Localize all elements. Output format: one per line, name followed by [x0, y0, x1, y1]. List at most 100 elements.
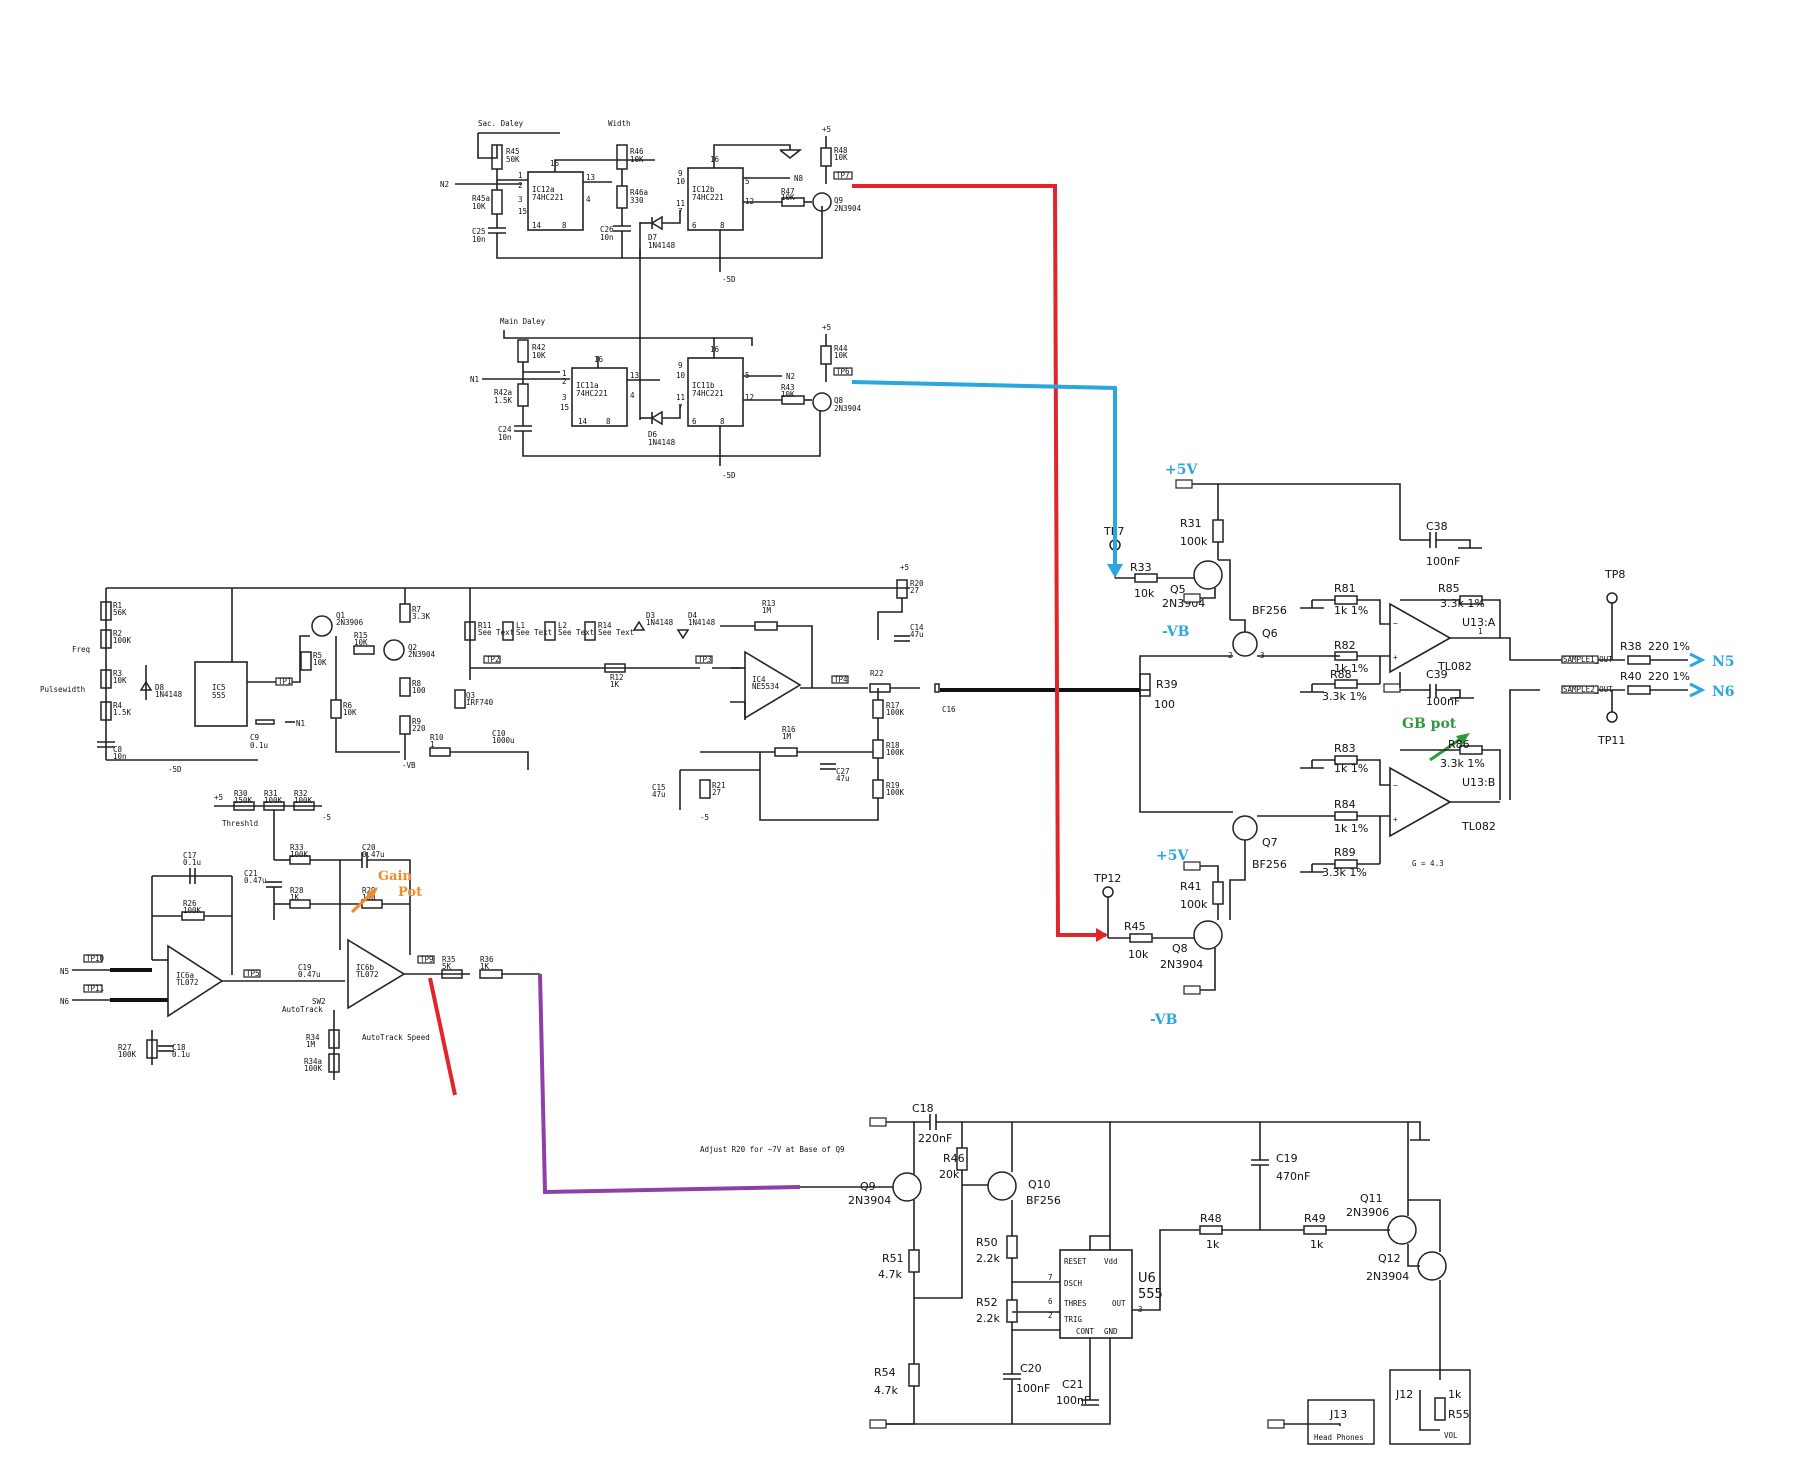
l1-value: See Text	[516, 628, 552, 637]
r6-value: 10K	[343, 708, 357, 717]
ic11a-chip	[571, 367, 628, 427]
l2-label: L2	[558, 621, 567, 630]
svg-text:1: 1	[562, 369, 567, 378]
r84-value: 1k 1%	[1334, 822, 1368, 835]
r89-value: 3.3k 1%	[1322, 866, 1367, 879]
r46-value: 10K	[630, 155, 644, 164]
u13a-opamp	[1389, 602, 1452, 674]
q8-bottom-label: Q8	[834, 396, 844, 405]
tp3-label: TP3	[698, 655, 712, 664]
r8-value: 100	[412, 686, 426, 695]
svg-text:7: 7	[1048, 1273, 1053, 1282]
r52-value: 2.2k	[976, 1312, 1000, 1325]
c27-label: C27	[836, 767, 850, 776]
c20-amp-value: 0.47u	[362, 850, 385, 859]
ic12b-chip	[687, 167, 744, 231]
minus5d-osc-label: -5D	[168, 765, 182, 774]
c39-value: 100nF	[1426, 695, 1460, 708]
q5-label: Q5	[1170, 583, 1186, 596]
freq-label: Freq	[72, 645, 90, 654]
r34a-value: 100K	[304, 1064, 323, 1073]
u13a-label: U13:A	[1462, 616, 1496, 629]
c18-value: 220nF	[918, 1132, 952, 1145]
r14-value: See Text	[598, 628, 634, 637]
r43-value: 10K	[781, 390, 795, 399]
gain-pot-annotation-line2: Pot	[398, 885, 422, 900]
u6-thres-pin: THRES	[1064, 1299, 1087, 1308]
ic6b-label: IC6b	[356, 963, 375, 972]
input-n5-label: N5	[60, 967, 69, 976]
r6-label: R6	[343, 701, 353, 710]
r81-label: R81	[1334, 582, 1356, 595]
plus5-label-top: +5	[822, 125, 831, 134]
svg-text:8: 8	[720, 417, 725, 426]
r21-label: R21	[712, 781, 726, 790]
r85-label: R85	[1438, 582, 1460, 595]
u6-reset-pin: RESET	[1064, 1257, 1087, 1266]
plus5v-top-label: +5V	[1165, 462, 1198, 478]
l2-value: See Text	[558, 628, 594, 637]
tp1-label: TP1	[278, 677, 292, 686]
minus5-osc-label: -5	[700, 813, 709, 822]
u13b-opamp	[1389, 766, 1452, 838]
sw2-label: SW2	[312, 997, 326, 1006]
sample2-out-label: SAMPLE2_OUT	[1563, 685, 1613, 694]
c39-label: C39	[1426, 668, 1448, 681]
r45a-label: R45a	[472, 194, 490, 203]
u13b-label: U13:B	[1462, 776, 1495, 789]
input-n2-label: N2	[440, 180, 449, 189]
q10-value: BF256	[1026, 1194, 1061, 1207]
c19-amp-value: 0.47u	[298, 970, 321, 979]
c20-amp-label: C20	[362, 843, 376, 852]
r41-label: R41	[1180, 880, 1202, 893]
r8-label: R8	[412, 679, 422, 688]
minus5-amp-label: -5	[322, 813, 331, 822]
q12-transistor	[1417, 1251, 1447, 1281]
red-arrowhead-icon	[1096, 928, 1108, 942]
q10-jfet	[987, 1171, 1017, 1201]
r32-label: R32	[294, 789, 308, 798]
ic6a-value: TL072	[176, 978, 199, 987]
output-n6-label: N6	[1712, 684, 1735, 700]
autotrack-label: AutoTrack	[282, 1005, 323, 1014]
input-n6-label: N6	[60, 997, 70, 1006]
q2-value: 2N3904	[408, 650, 436, 659]
svg-text:14: 14	[578, 417, 588, 426]
svg-text:8: 8	[562, 221, 567, 230]
r36-value: 1K	[480, 962, 490, 971]
d3-value: 1N4148	[646, 618, 674, 627]
r42-value: 10K	[532, 351, 546, 360]
r5-label: R5	[313, 651, 322, 660]
r18-label: R18	[886, 741, 900, 750]
svg-text:3: 3	[562, 393, 567, 402]
oscillator-receiver-block: R1 56K R2 100K Freq R3 10K Pulsewidth R4…	[40, 563, 956, 822]
r27-label: R27	[118, 1043, 132, 1052]
q8-bottom-value: 2N3904	[834, 404, 862, 413]
pulsewidth-label: Pulsewidth	[40, 685, 85, 694]
c17-label: C17	[183, 851, 197, 860]
c21-amp-value: 0.47u	[244, 876, 267, 885]
svg-text:10: 10	[676, 177, 686, 186]
svg-text:1: 1	[1478, 627, 1483, 636]
r45-value: 10k	[1128, 948, 1149, 961]
d6-label: D6	[648, 430, 658, 439]
ic4-opamp	[744, 650, 802, 720]
headphones-box	[1307, 1399, 1375, 1445]
ic6a-label: IC6a	[176, 971, 194, 980]
r15-value: 10K	[354, 638, 368, 647]
r18-value: 100K	[886, 748, 905, 757]
svg-text:−: −	[1393, 781, 1398, 790]
r35-value: 5K	[442, 962, 452, 971]
n5-arrow-icon	[1689, 652, 1706, 668]
svg-text:7: 7	[678, 207, 683, 216]
r38-label: R38	[1620, 640, 1642, 653]
r30-label: R30	[234, 789, 248, 798]
r9-label: R9	[412, 717, 421, 726]
d4-label: D4	[688, 611, 698, 620]
svg-text:8: 8	[720, 221, 725, 230]
ic12a-chip	[527, 171, 584, 231]
ic11b-chip	[687, 357, 744, 427]
ic12a-label: IC12a	[532, 185, 555, 194]
r14-label: R14	[598, 621, 612, 630]
